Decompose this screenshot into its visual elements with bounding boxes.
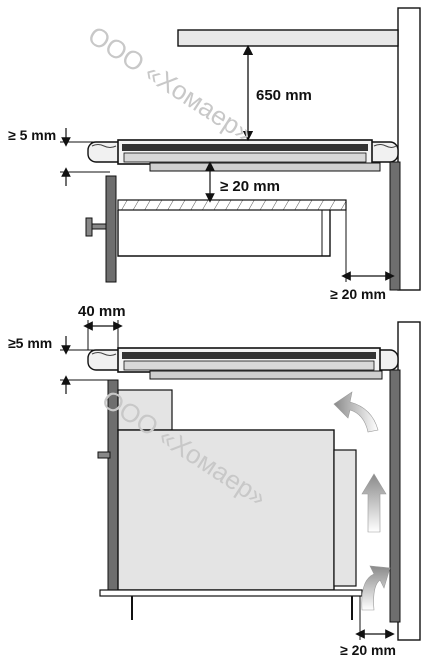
label-wall-gap-bottom: ≥ 20 mm [340, 642, 396, 658]
wall-top [397, 7, 421, 291]
oven-control-panel [117, 389, 173, 431]
cabinet-wall-bottom [389, 369, 401, 623]
airflow-arrows [333, 391, 391, 611]
cabinet-base [99, 589, 363, 597]
air-arrow-up-icon [361, 473, 387, 533]
oven-back [333, 449, 357, 587]
bottom-diagram: 40 mm ≥5 mm ≥ 20 mm [8, 303, 421, 658]
air-arrow-curved-top-icon [333, 391, 379, 433]
oven-knob-icon [97, 451, 111, 459]
label-edge-gap-top: ≥ 5 mm [8, 127, 56, 143]
overhead-cabinet [177, 29, 399, 47]
label-gap-below-top: ≥ 20 mm [220, 178, 280, 195]
drawer-shelf [117, 199, 347, 211]
wall-bottom [397, 321, 421, 641]
label-wall-gap-top: ≥ 20 mm [330, 286, 386, 302]
label-edge-gap-bottom: ≥5 mm [8, 335, 52, 351]
label-650: 650 mm [256, 87, 312, 104]
air-arrow-curved-bottom-icon [361, 565, 391, 611]
label-front-gap: 40 mm [78, 303, 126, 320]
cabinet-wall-top [389, 161, 401, 291]
drawer-front-top [105, 175, 117, 283]
oven-body [117, 429, 335, 591]
top-diagram: 650 mm ≥ 5 mm ≥ 20 mm ≥ 20 mm [8, 7, 421, 302]
